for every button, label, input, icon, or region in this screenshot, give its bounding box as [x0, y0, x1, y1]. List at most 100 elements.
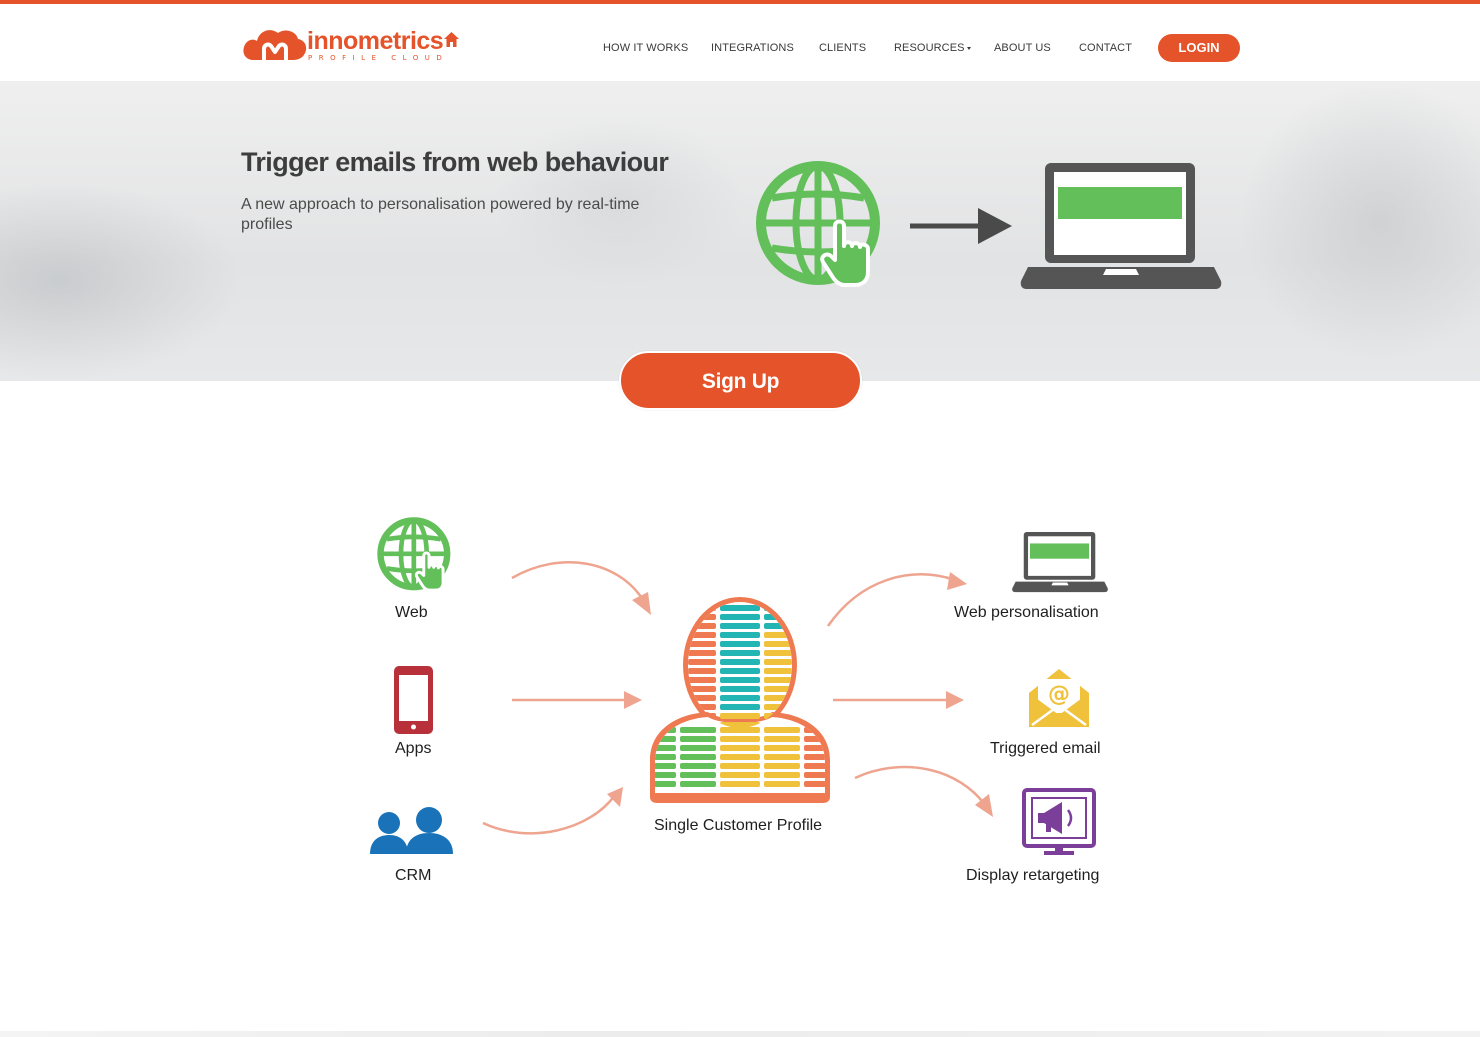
output-label-web-personalisation: Web personalisation [954, 604, 1099, 621]
customer-profile-icon [650, 597, 830, 803]
profile-bar [655, 754, 676, 760]
profile-bar [764, 641, 792, 647]
nav-clients[interactable]: CLIENTS [819, 42, 867, 54]
flow-arrows [482, 561, 993, 835]
profile-bar [764, 745, 800, 751]
source-label-web: Web [395, 604, 428, 621]
profile-bar [764, 677, 792, 683]
profile-bar [680, 745, 716, 751]
source-label-crm: CRM [395, 867, 432, 884]
arrow-right-icon [910, 208, 1012, 244]
profile-bar [720, 650, 760, 656]
nav-contact[interactable]: CONTACT [1079, 42, 1133, 54]
profile-bar [680, 754, 716, 760]
profile-bar [720, 641, 760, 647]
brand-name: innometrics [307, 27, 444, 55]
profile-bar [720, 736, 760, 742]
nav-resources[interactable]: RESOURCES [894, 42, 971, 54]
nav-about-us[interactable]: ABOUT US [994, 42, 1051, 54]
globe-click-icon [377, 517, 451, 592]
profile-bar [720, 745, 760, 751]
users-icon [370, 807, 453, 854]
profile-bar [804, 745, 825, 751]
email-envelope-icon: @ [1029, 669, 1089, 727]
profile-bar [688, 632, 716, 638]
profile-bar [680, 727, 716, 733]
profile-bar [680, 772, 716, 778]
output-label-display-retargeting: Display retargeting [966, 867, 1100, 884]
laptop-icon [1012, 532, 1108, 593]
mobile-phone-icon [394, 666, 433, 734]
profile-bar [720, 754, 760, 760]
arrow-crm-to-profile [482, 794, 617, 835]
svg-text:@: @ [1048, 682, 1070, 707]
cloud-logo-icon [243, 30, 307, 60]
nav-integrations[interactable]: INTEGRATIONS [711, 42, 794, 54]
profile-bar [764, 686, 792, 692]
profile-bar [688, 650, 716, 656]
arrow-profile-to-web [826, 573, 956, 627]
brand-tagline: PROFILE CLOUD [308, 54, 449, 62]
profile-bar [720, 632, 760, 638]
login-button[interactable]: LOGIN [1158, 34, 1240, 62]
profile-bar [764, 632, 792, 638]
profile-bar [688, 677, 716, 683]
profile-bar [804, 781, 825, 787]
brand-logo[interactable]: innometrics PROFILE CLOUD [242, 24, 462, 66]
profile-bar [655, 745, 676, 751]
display-megaphone-icon [1022, 788, 1096, 855]
center-label-profile: Single Customer Profile [654, 817, 823, 834]
profile-bar [720, 668, 760, 674]
laptop-icon [1020, 163, 1222, 289]
hero-title: Trigger emails from web behaviour [241, 147, 669, 177]
profile-bar [804, 763, 825, 769]
profile-bar [655, 772, 676, 778]
profile-bar [655, 781, 676, 787]
footer-band [0, 1031, 1480, 1037]
profile-bar [764, 763, 800, 769]
profile-bar [720, 623, 760, 629]
profile-bar [764, 659, 792, 665]
profile-bar [680, 781, 716, 787]
profile-bar [688, 686, 716, 692]
globe-click-icon [756, 161, 880, 287]
profile-bar [720, 722, 760, 728]
main-nav: HOW IT WORKS INTEGRATIONS CLIENTS RESOUR… [0, 42, 1480, 56]
profile-bar [720, 677, 760, 683]
sign-up-button[interactable]: Sign Up [619, 351, 862, 410]
profile-bar [720, 763, 760, 769]
profile-bar [764, 727, 800, 733]
profile-bar [720, 614, 760, 620]
arrow-web-to-profile [511, 561, 647, 604]
profile-bar [720, 727, 760, 733]
profile-bar [720, 605, 760, 611]
hero-banner: Trigger emails from web behaviour A new … [0, 81, 1480, 381]
hero-subtitle: A new approach to personalisation powere… [241, 196, 640, 233]
nav-how-it-works[interactable]: HOW IT WORKS [603, 42, 689, 54]
profile-bar [720, 659, 760, 665]
profile-bar [720, 772, 760, 778]
profile-bar [688, 641, 716, 647]
profile-bar [804, 772, 825, 778]
profile-bar [688, 668, 716, 674]
data-flow-diagram: Web Apps CRM Single Customer Profile Web… [0, 420, 1480, 980]
arrow-profile-to-display [854, 765, 987, 806]
top-accent-stripe [0, 0, 1480, 4]
profile-bar [804, 754, 825, 760]
profile-bar [764, 772, 800, 778]
nav-resources-label: RESOURCES [894, 42, 965, 54]
profile-bar [688, 659, 716, 665]
output-label-triggered-email: Triggered email [990, 740, 1101, 757]
profile-bar [720, 781, 760, 787]
profile-bar [764, 736, 800, 742]
profile-bar [655, 763, 676, 769]
profile-bar [720, 686, 760, 692]
profile-bar [764, 650, 792, 656]
home-icon [444, 32, 459, 47]
site-header: innometrics PROFILE CLOUD HOW IT WORKS I… [0, 4, 1480, 81]
profile-bar [764, 781, 800, 787]
profile-bar [680, 736, 716, 742]
profile-bar [680, 763, 716, 769]
profile-bar [764, 754, 800, 760]
profile-bar [720, 713, 760, 719]
